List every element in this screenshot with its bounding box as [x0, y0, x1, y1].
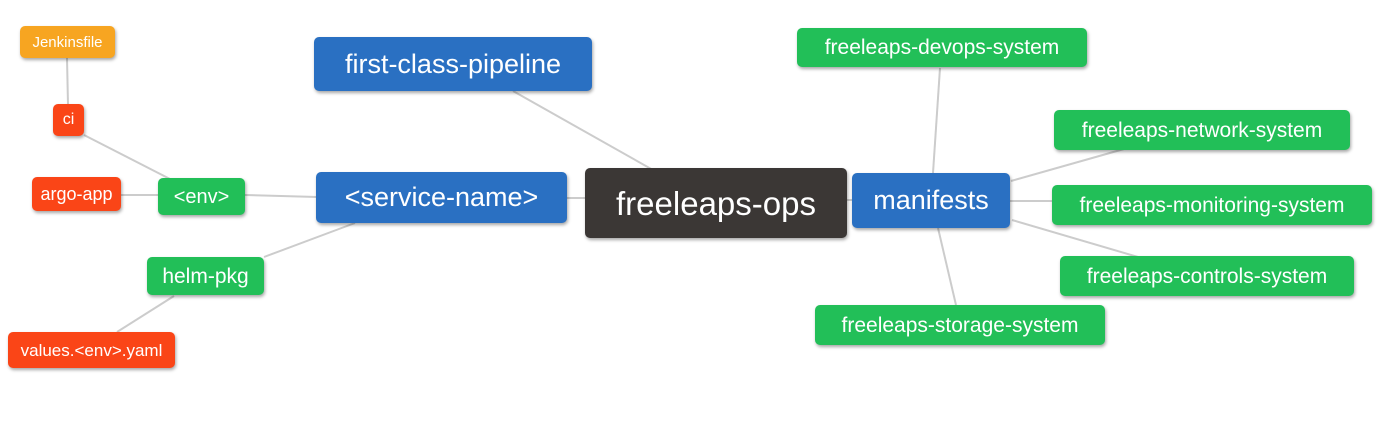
edge-manifests-storage [937, 227, 957, 306]
node-devops-system[interactable]: freeleaps-devops-system [797, 28, 1087, 67]
node-network-system[interactable]: freeleaps-network-system [1054, 110, 1350, 150]
node-ci[interactable]: ci [53, 104, 84, 136]
node-env[interactable]: <env> [158, 178, 245, 215]
edge-manifests-network [1010, 148, 1125, 182]
node-controls-system[interactable]: freeleaps-controls-system [1060, 256, 1354, 296]
edge-helm-pkg-service-name [263, 222, 356, 258]
node-storage-system[interactable]: freeleaps-storage-system [815, 305, 1105, 345]
node-freeleaps-ops[interactable]: freeleaps-ops [585, 168, 847, 238]
edge-pipeline-ops [512, 90, 654, 171]
edge-ci-env [83, 134, 171, 180]
edge-values-yaml-helm-pkg [116, 295, 175, 333]
node-values-env-yaml[interactable]: values.<env>.yaml [8, 332, 175, 368]
node-jenkinsfile[interactable]: Jenkinsfile [20, 26, 115, 58]
edge-env-service-name [244, 194, 318, 198]
node-argo-app[interactable]: argo-app [32, 177, 121, 211]
edge-jenkinsfile-ci [66, 57, 69, 106]
node-first-class-pipeline[interactable]: first-class-pipeline [314, 37, 592, 91]
node-service-name[interactable]: <service-name> [316, 172, 567, 223]
edge-manifests-controls [1011, 219, 1139, 258]
node-helm-pkg[interactable]: helm-pkg [147, 257, 264, 295]
node-monitoring-system[interactable]: freeleaps-monitoring-system [1052, 185, 1372, 225]
edge-manifests-devops [932, 67, 941, 174]
node-manifests[interactable]: manifests [852, 173, 1010, 228]
